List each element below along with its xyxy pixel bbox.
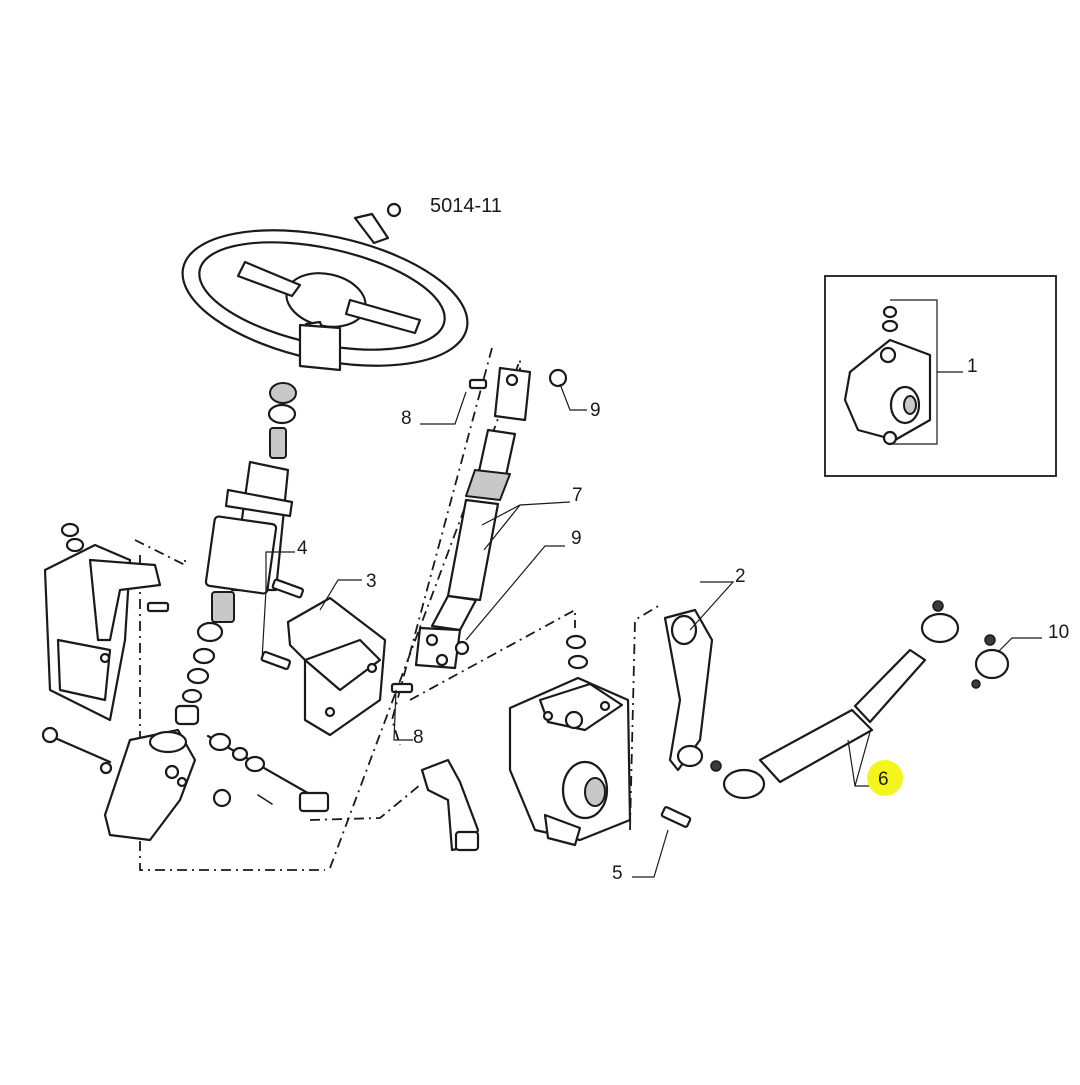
drag-link (710, 600, 960, 800)
callout-4: 4 (297, 538, 308, 559)
callout-8-upper: 8 (401, 408, 412, 429)
left-bracket (41, 522, 170, 775)
steering-wheel (181, 202, 469, 372)
callout-2: 2 (735, 566, 746, 587)
callout-9-upper: 9 (590, 400, 601, 421)
assembly-grouping-lines (134, 347, 661, 871)
callout-6-highlight (867, 760, 903, 796)
callout-8-lower: 8 (413, 727, 424, 748)
callout-9-lower: 9 (571, 528, 582, 549)
callout-10: 10 (1048, 622, 1069, 643)
steering-column (174, 382, 297, 726)
lower-bracket (103, 728, 330, 842)
pitman-arm (663, 608, 714, 772)
steering-gearbox (508, 634, 692, 847)
callout-5: 5 (612, 863, 623, 884)
callout-1: 1 (967, 356, 978, 377)
intermediate-shaft (390, 366, 568, 694)
callout-6: 6 (878, 769, 889, 790)
callout-7: 7 (572, 485, 583, 506)
column-support-bracket (260, 578, 387, 737)
callout-leaders (261, 371, 1042, 878)
callout-3: 3 (366, 571, 377, 592)
diagram-code: 5014-11 (430, 195, 502, 217)
callout-labels: 1 2 3 4 5 6 7 8 8 9 9 10 (297, 356, 1069, 884)
ball-joint (971, 634, 1010, 689)
column-lever (420, 758, 480, 852)
inset-gearbox-detail (824, 275, 1057, 477)
